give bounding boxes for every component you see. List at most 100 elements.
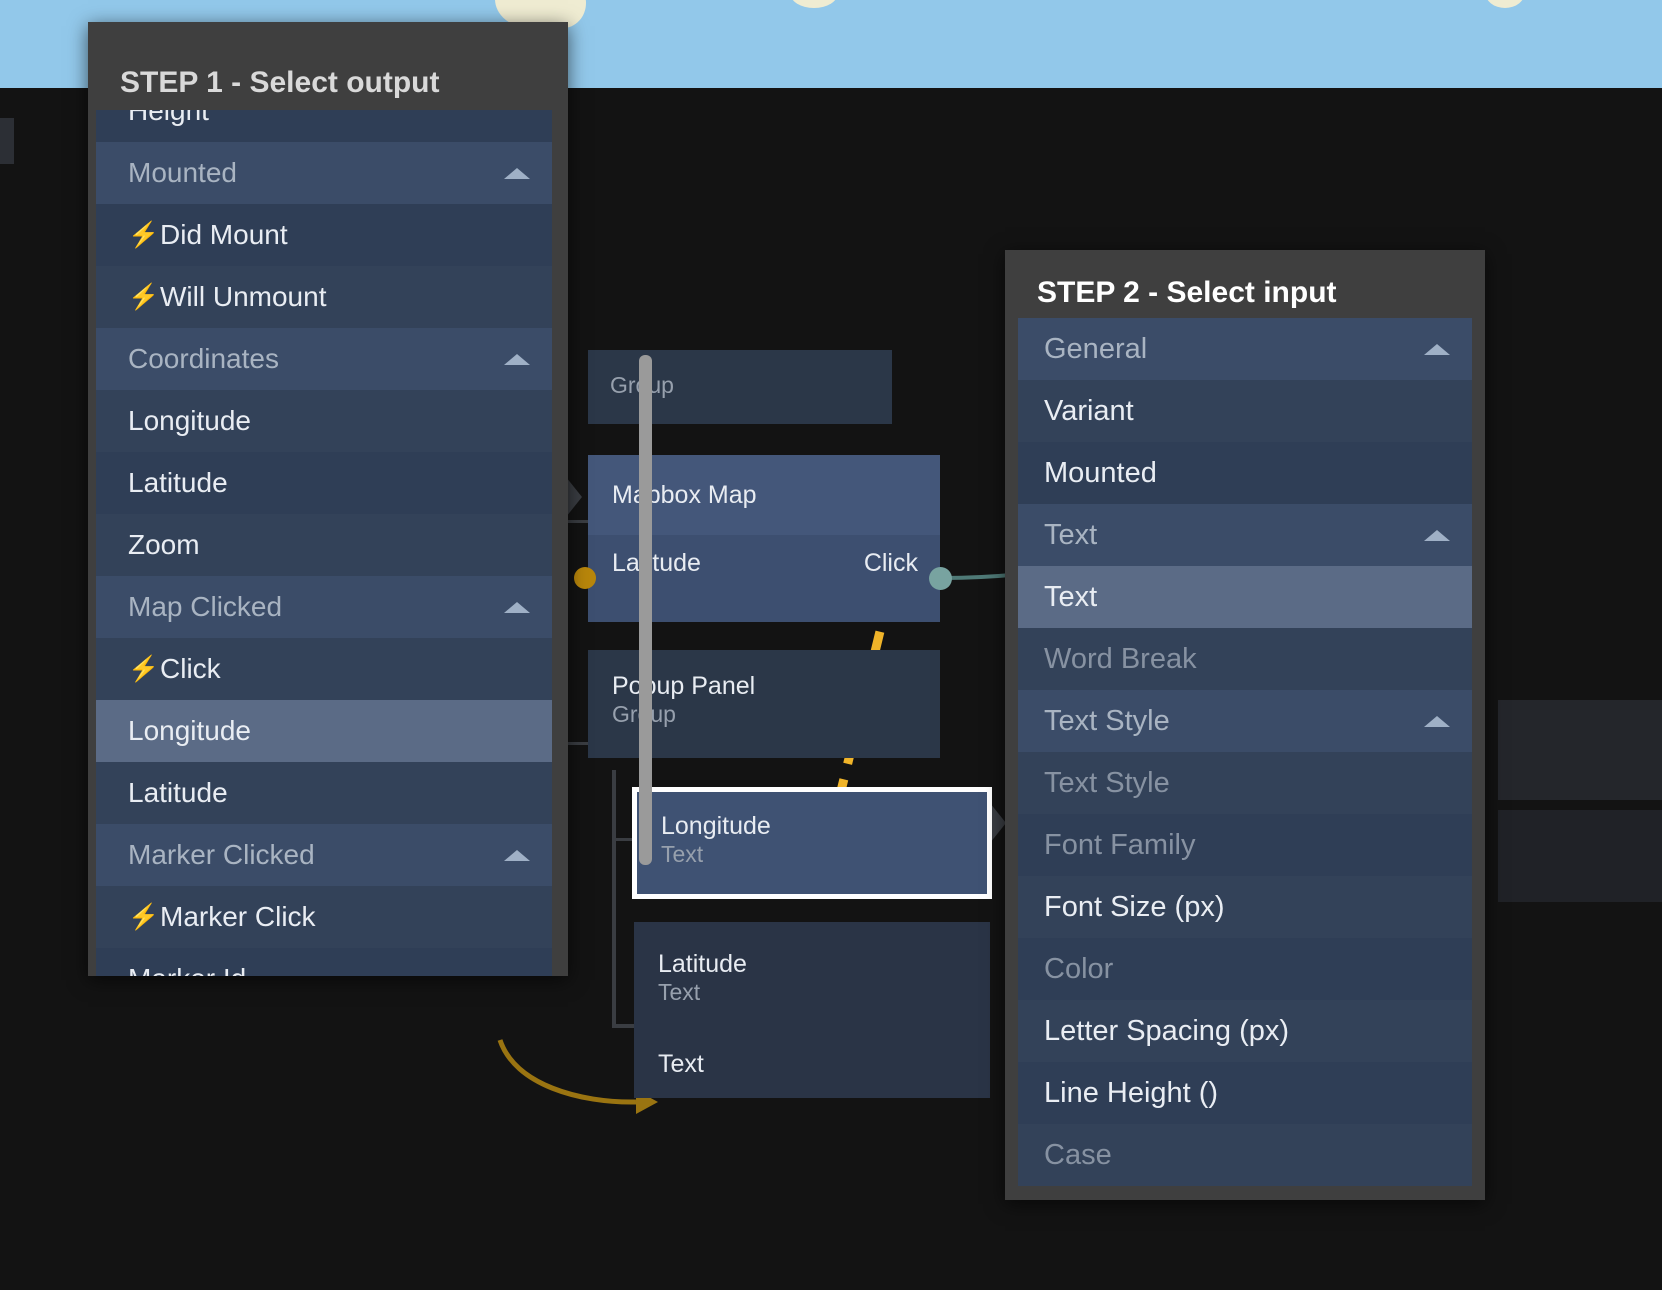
option-item-latitude[interactable]: Latitude	[96, 762, 552, 824]
option-label: Letter Spacing (px)	[1044, 1014, 1290, 1047]
option-group-map-clicked[interactable]: Map Clicked	[96, 576, 552, 638]
chevron-up-icon[interactable]	[1424, 343, 1450, 355]
background-node-panel	[1498, 700, 1662, 800]
option-label: Height	[128, 110, 209, 126]
option-group-text-style[interactable]: Text Style	[1018, 690, 1472, 752]
option-label: Case	[1044, 1138, 1112, 1171]
chevron-up-icon[interactable]	[504, 353, 530, 365]
chevron-up-icon[interactable]	[504, 167, 530, 179]
option-label: Color	[1044, 952, 1114, 985]
option-label: Marker Id	[128, 963, 552, 976]
node-text[interactable]: Text	[634, 1038, 990, 1098]
option-label: Did Mount	[160, 219, 288, 250]
option-item-font-size-px[interactable]: Font Size (px)	[1018, 876, 1472, 938]
option-label: Zoom	[128, 529, 200, 560]
option-label: Text Style	[1044, 766, 1170, 799]
node-group-top[interactable]: Group	[588, 350, 892, 424]
option-label: Word Break	[1044, 642, 1197, 675]
option-label: Longitude	[128, 715, 252, 746]
tree-line	[560, 742, 590, 745]
bolt-icon: ⚡	[128, 654, 160, 683]
step1-title: STEP 1 - Select output	[120, 66, 440, 99]
option-item-longitude[interactable]: Longitude	[96, 390, 552, 452]
cloud-shape	[1485, 0, 1525, 8]
step1-scrollbar-thumb[interactable]	[639, 355, 652, 865]
option-label: Marker Click	[160, 901, 316, 932]
option-label: Longitude	[128, 405, 252, 436]
option-item-color[interactable]: Color	[1018, 938, 1472, 1000]
bolt-icon: ⚡	[128, 282, 160, 311]
option-label: Coordinates	[128, 343, 279, 374]
option-item-zoom[interactable]: Zoom	[96, 514, 552, 576]
node-subtitle: Text	[661, 840, 704, 867]
chevron-up-icon[interactable]	[1424, 715, 1450, 727]
node-longitude-text[interactable]: Longitude Text	[632, 787, 992, 899]
option-label: Map Clicked	[128, 591, 283, 622]
option-item-height[interactable]: Height	[96, 110, 552, 142]
option-item-click[interactable]: ⚡Click	[96, 638, 552, 700]
option-label: Will Unmount	[160, 281, 327, 312]
option-label: Text	[1044, 518, 1098, 551]
background-node-panel	[1498, 810, 1662, 902]
option-label: Font Family	[1044, 828, 1196, 861]
option-label: Latitude	[128, 777, 228, 808]
node-title: Latitude	[658, 950, 747, 978]
option-item-text[interactable]: Text	[1018, 566, 1472, 628]
option-item-text-style[interactable]: Text Style	[1018, 752, 1472, 814]
option-item-mounted[interactable]: Mounted	[1018, 442, 1472, 504]
left-edge-stub	[0, 118, 14, 164]
option-label: Click	[160, 653, 221, 684]
option-item-longitude[interactable]: Longitude	[96, 700, 552, 762]
tree-line	[612, 838, 634, 841]
node-subtitle: Group	[610, 372, 892, 398]
collapse-caret-icon[interactable]	[566, 477, 582, 517]
option-item-did-mount[interactable]: ⚡Did Mount	[96, 204, 552, 266]
option-label: Line Height ()	[1044, 1076, 1219, 1109]
cloud-shape	[790, 0, 838, 8]
bolt-icon: ⚡	[128, 220, 160, 249]
option-group-mounted[interactable]: Mounted	[96, 142, 552, 204]
input-port-dot[interactable]	[574, 567, 596, 589]
tree-line	[560, 520, 590, 523]
option-item-line-height[interactable]: Line Height ()	[1018, 1062, 1472, 1124]
node-title: Mapbox Map	[612, 481, 757, 509]
chevron-up-icon[interactable]	[504, 601, 530, 613]
option-item-letter-spacing-px[interactable]: Letter Spacing (px)	[1018, 1000, 1472, 1062]
option-label: Text	[1044, 580, 1098, 613]
chevron-up-icon[interactable]	[504, 849, 530, 861]
option-item-font-family[interactable]: Font Family	[1018, 814, 1472, 876]
option-group-general[interactable]: General	[1018, 318, 1472, 380]
option-label: Mounted	[128, 157, 237, 188]
option-label: Marker Clicked	[128, 839, 315, 870]
output-port-dot[interactable]	[929, 567, 952, 590]
option-item-variant[interactable]: Variant	[1018, 380, 1472, 442]
option-item-case[interactable]: Case	[1018, 1124, 1472, 1186]
output-port-click-label[interactable]: Click	[863, 549, 918, 577]
collapse-caret-icon[interactable]	[990, 803, 1006, 843]
option-label: Mounted	[1044, 456, 1157, 489]
node-title: Popup Panel	[612, 672, 756, 700]
option-item-will-unmount[interactable]: ⚡Will Unmount	[96, 266, 552, 328]
option-item-marker-click[interactable]: ⚡Marker Click	[96, 886, 552, 948]
option-group-text[interactable]: Text	[1018, 504, 1472, 566]
bolt-icon: ⚡	[128, 902, 160, 931]
step2-title: STEP 2 - Select input	[1037, 276, 1337, 309]
option-group-marker-clicked[interactable]: Marker Clicked	[96, 824, 552, 886]
chevron-up-icon[interactable]	[1424, 529, 1450, 541]
node-subtitle: Group	[612, 701, 940, 727]
node-title: Text	[658, 1050, 704, 1078]
option-group-coordinates[interactable]: Coordinates	[96, 328, 552, 390]
option-label: Latitude	[128, 467, 228, 498]
tree-line	[612, 770, 616, 1028]
option-item-marker-id[interactable]: Marker Id	[96, 948, 552, 976]
input-port-latitude-label[interactable]: Latitude	[612, 549, 701, 577]
option-item-word-break[interactable]: Word Break	[1018, 628, 1472, 690]
node-latitude-text[interactable]: Latitude Text	[634, 922, 990, 1038]
option-item-latitude[interactable]: Latitude	[96, 452, 552, 514]
node-title: Longitude	[661, 812, 771, 840]
